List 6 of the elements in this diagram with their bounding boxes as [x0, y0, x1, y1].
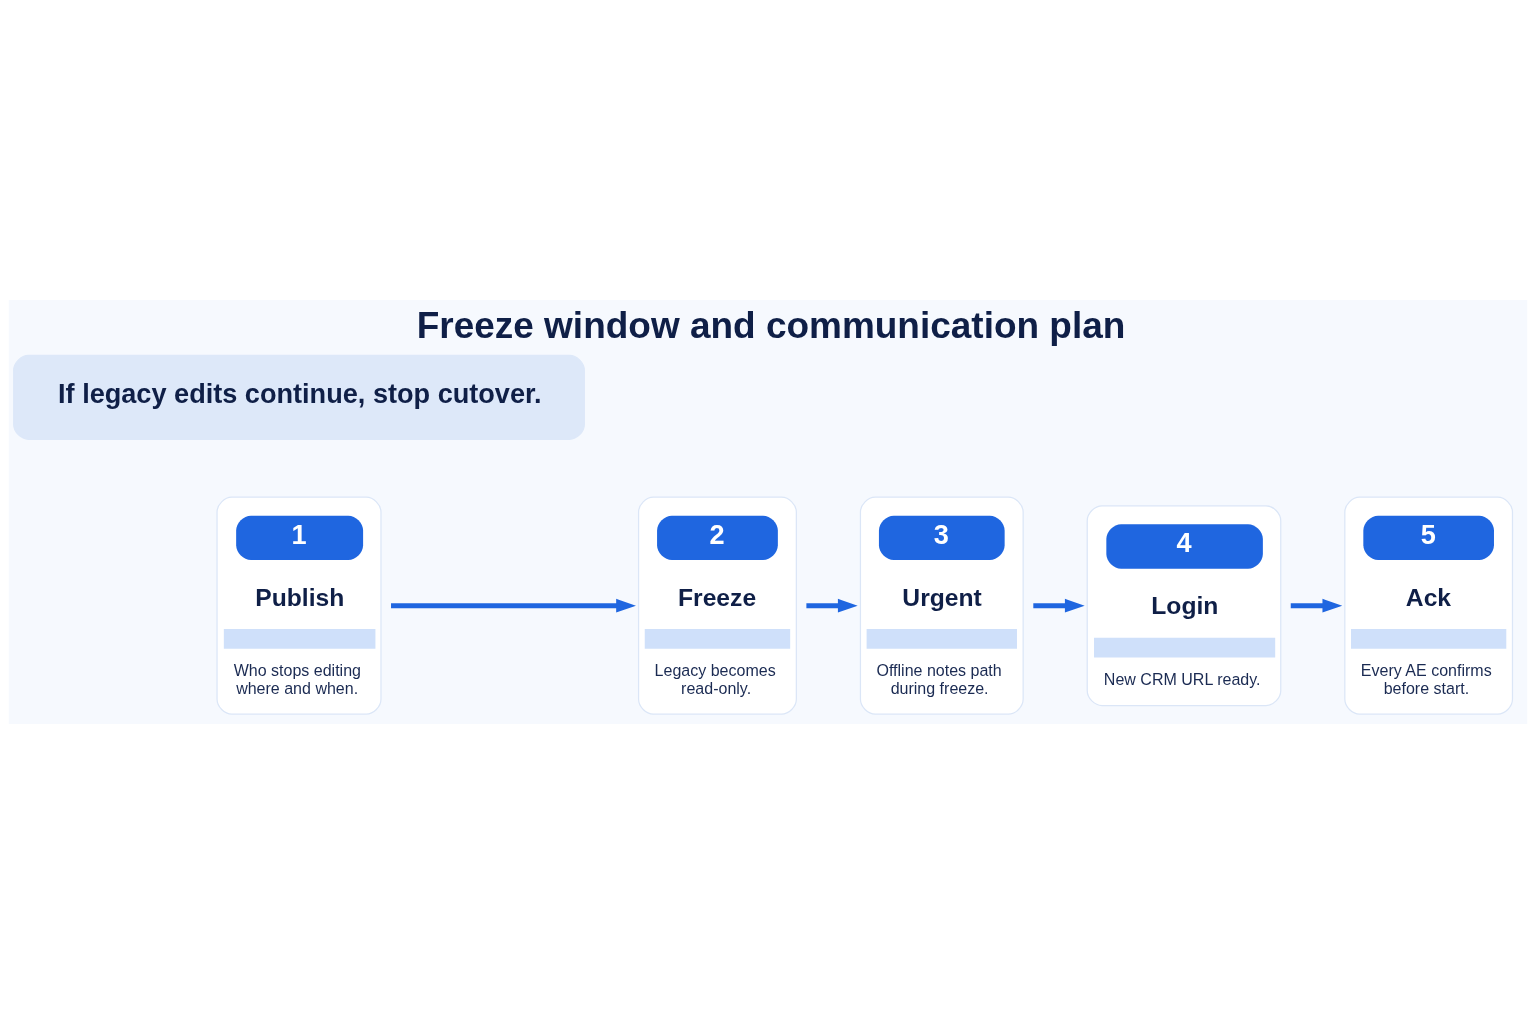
node-box: If legacy edits continue, stop cutover.	[13, 354, 585, 440]
arrow	[1033, 598, 1085, 613]
arrow	[806, 598, 858, 613]
diagram-title: Freeze window and communication plan	[416, 305, 1126, 347]
arrow	[1290, 598, 1343, 613]
arrow	[391, 598, 636, 613]
